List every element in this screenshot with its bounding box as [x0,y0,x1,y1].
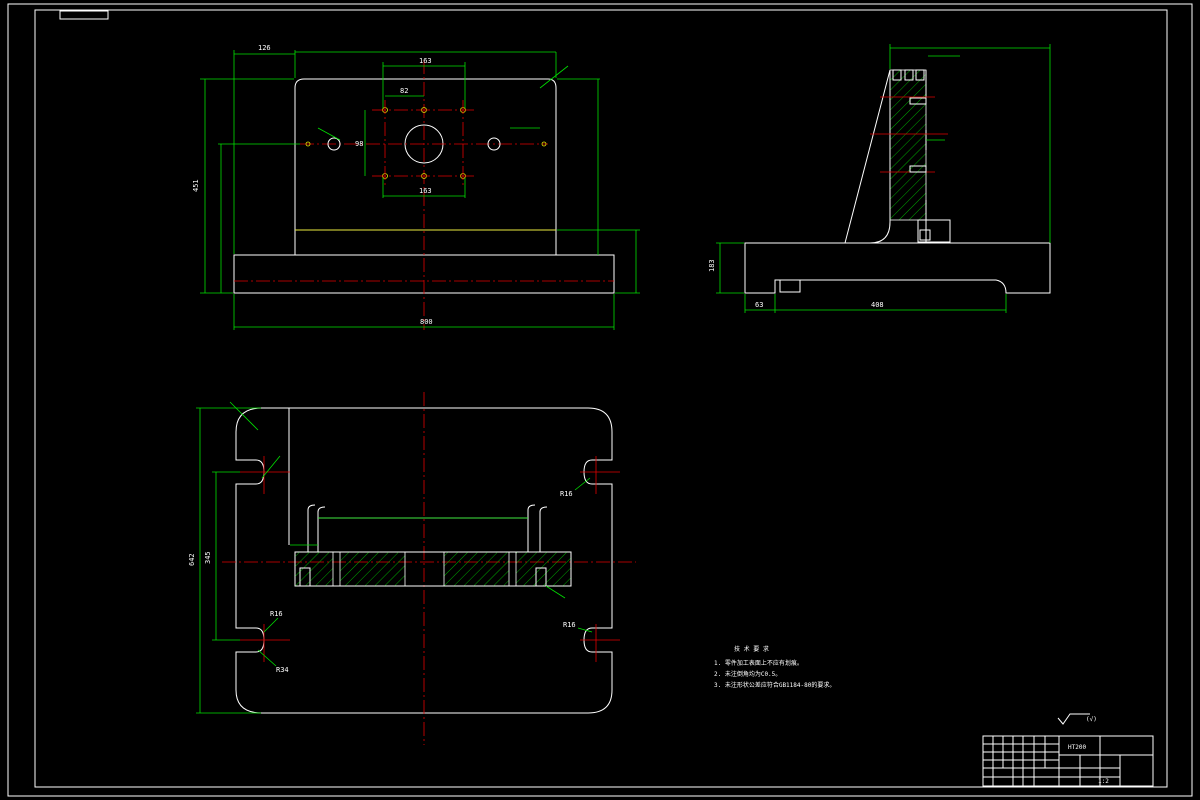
dim-side-left: 63 [755,301,763,309]
label-r16-lower-right: R16 [563,621,576,629]
label-r16-upper-right: R16 [560,490,573,498]
side-section-hatch [889,69,927,221]
side-view: 183 63 408 [708,44,1051,313]
dim-front-center-v: 98 [355,140,363,148]
dim-side-bottom: 408 [871,301,884,309]
side-web [844,69,891,244]
title-material: HT200 [1068,744,1086,751]
tech-item-2: 2. 未注倒角均为C0.5。 [714,670,781,678]
drawing-number-box [59,10,109,20]
label-r16-lower-left: R16 [270,610,283,618]
dim-front-left: 126 [258,44,271,52]
roughness-symbol: (√) [1057,713,1097,725]
outer-border [7,3,1193,797]
tech-item-3: 3. 未注形状公差应符合GB1184-80的要求。 [714,681,835,689]
dim-front-height: 451 [192,179,200,192]
title-scale: 1:2 [1098,778,1109,785]
front-upright [294,78,557,255]
dim-front-holes: 82 [400,87,408,95]
side-base [744,242,1051,294]
tech-requirements: 技 术 要 求 1. 零件加工表面上不应有划痕。 2. 未注倒角均为C0.5。 … [714,645,835,689]
dim-front-top: 163 [419,57,432,65]
dim-plan-height: 642 [188,553,196,566]
tech-item-1: 1. 零件加工表面上不应有划痕。 [714,659,803,667]
dim-side-height: 183 [708,259,716,272]
roughness-note: (√) [1086,716,1097,723]
front-view: 126 163 82 98 163 451 800 [192,44,640,330]
label-r34: R34 [276,666,289,674]
dim-plan-slot: 345 [204,551,212,564]
tech-title: 技 术 要 求 [734,645,769,653]
inner-border [34,9,1168,788]
plan-view: 642 345 R16 R16 R16 R34 [188,392,636,745]
dim-front-bottom-holes: 163 [419,187,432,195]
dim-front-width: 800 [420,318,433,326]
title-block: HT200 1:2 [982,735,1154,787]
